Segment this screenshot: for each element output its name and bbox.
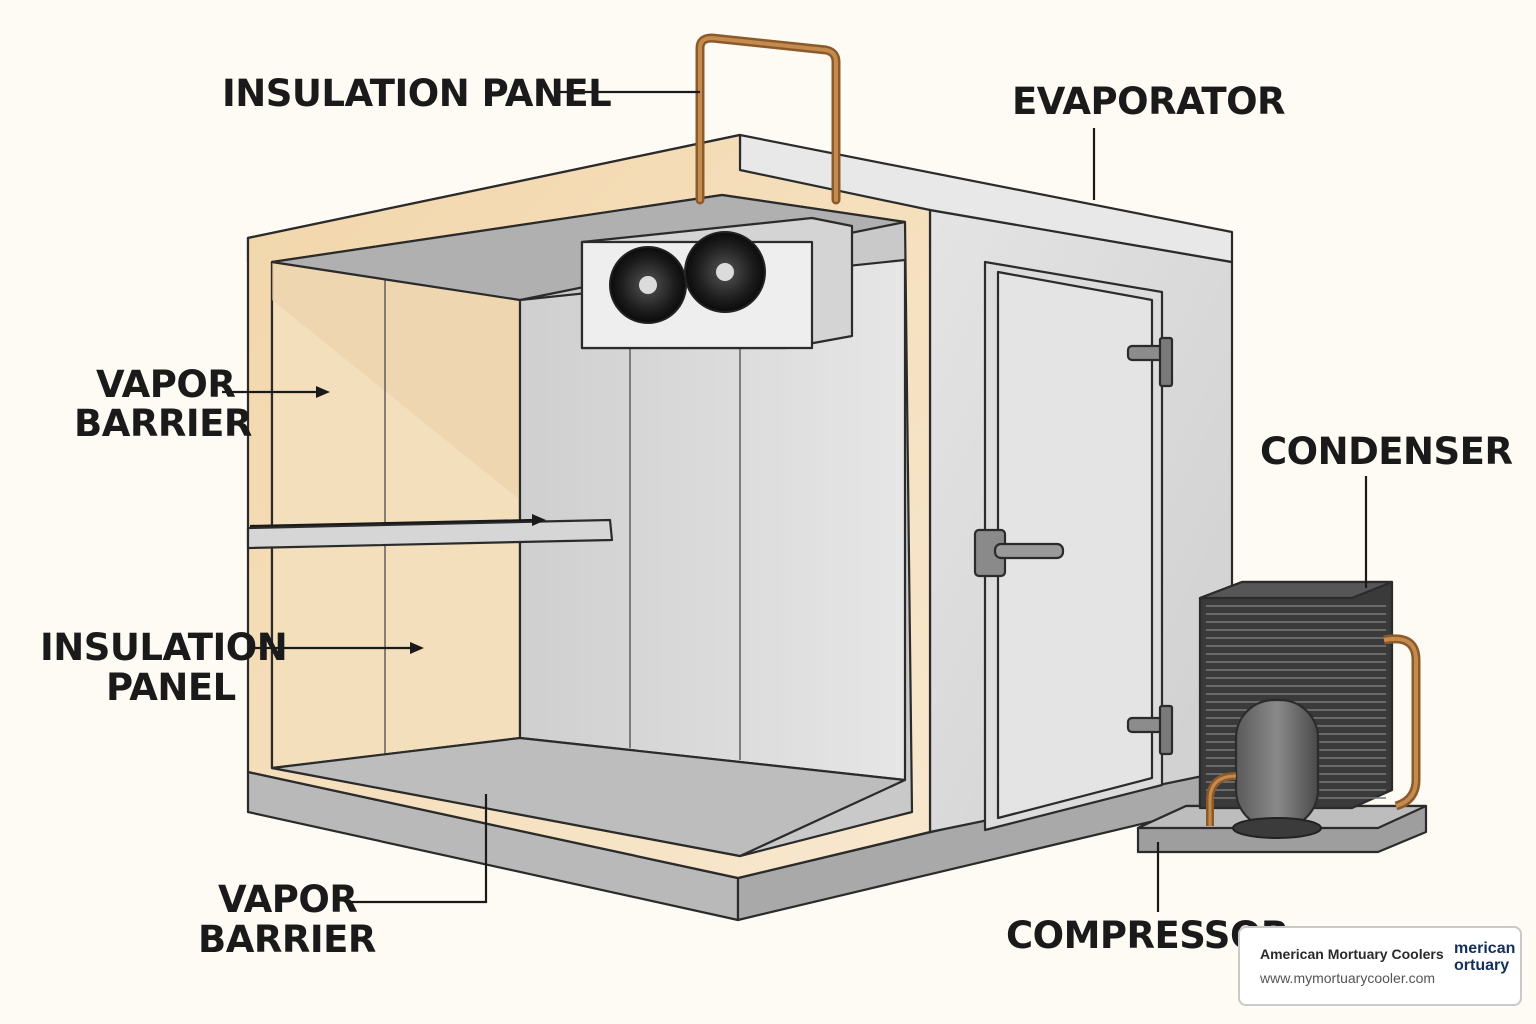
door <box>973 260 1174 832</box>
condensing-unit <box>1136 580 1428 854</box>
label-vapor-barrier-left-1: VAPOR <box>96 363 235 406</box>
leader-vapor-bottom <box>346 794 488 904</box>
company-logo: merican ortuary <box>1454 940 1516 974</box>
label-insulation-panel-left-2: PANEL <box>106 666 236 709</box>
leader-lines <box>222 90 1368 912</box>
arrow-vapor-left <box>316 386 330 398</box>
label-insulation-panel-left-1: INSULATION <box>40 626 287 669</box>
evaporator-unit <box>580 216 854 350</box>
watermark-url: www.mymortuarycooler.com <box>1260 970 1436 986</box>
interior <box>246 193 907 858</box>
label-vapor-barrier-bottom-1: VAPOR <box>218 878 357 921</box>
label-vapor-barrier-left-2: BARRIER <box>74 402 252 445</box>
watermark-badge: American Mortuary Coolers www.mymortuary… <box>1238 926 1522 1006</box>
leader-ledge <box>249 518 535 528</box>
arrow-ledge <box>532 514 546 526</box>
arrow-insulation-left <box>410 642 424 654</box>
label-vapor-barrier-bottom-2: BARRIER <box>198 918 376 961</box>
label-insulation-panel-top: INSULATION PANEL <box>222 72 611 115</box>
label-condenser: CONDENSER <box>1260 430 1512 473</box>
label-evaporator: EVAPORATOR <box>1012 80 1285 123</box>
watermark-title: American Mortuary Coolers <box>1260 946 1444 962</box>
